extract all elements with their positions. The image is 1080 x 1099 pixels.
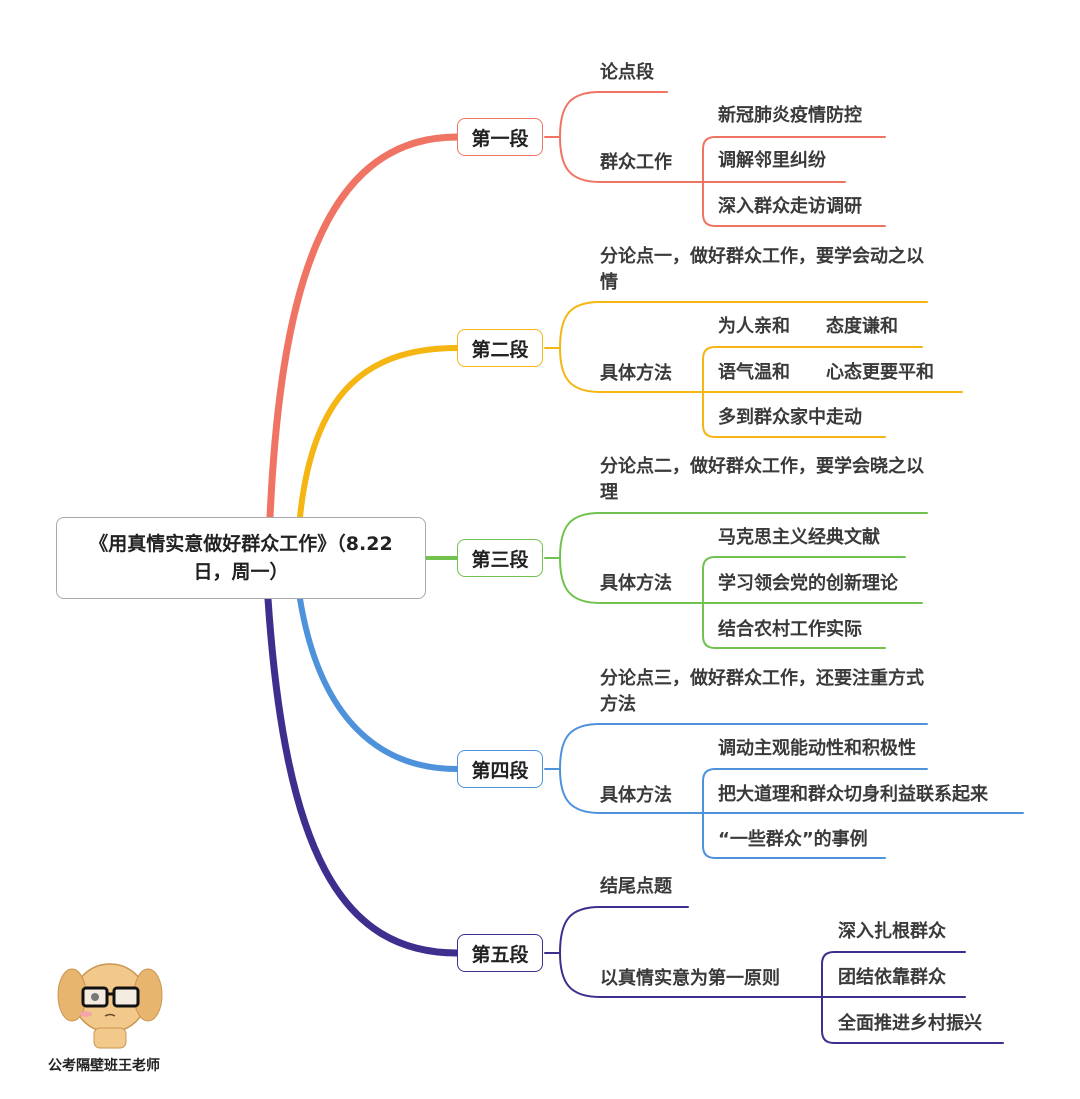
leaf-topic[interactable]: 多到群众家中走动 <box>718 407 862 428</box>
topic-label: 第三段 <box>471 548 529 571</box>
branch-curve-5 <box>264 595 461 957</box>
subtopic[interactable]: 群众工作 <box>600 152 672 173</box>
leaf-topic[interactable]: 新冠肺炎疫情防控 <box>718 105 862 126</box>
leaf-topic[interactable]: 调解邻里纠纷 <box>718 150 826 171</box>
leaf-topic[interactable]: 深入扎根群众 <box>838 921 946 942</box>
subtopic[interactable]: 分论点二，做好群众工作，要学会晓之以理 <box>600 456 924 503</box>
leaf-topic[interactable]: 把大道理和群众切身利益联系起来 <box>718 784 988 805</box>
root-title: 《用真情实意做好群众工作》（8.22日，周一） <box>89 533 393 583</box>
topic-paragraph-4[interactable]: 第四段 <box>457 750 543 788</box>
topic-paragraph-2[interactable]: 第二段 <box>457 329 543 367</box>
watermark-signature: 公考隔壁班王老师 <box>48 1058 160 1074</box>
branch-4-lines <box>544 723 1024 859</box>
subtopic[interactable]: 分论点三，做好群众工作，还要注重方式方法 <box>600 668 924 715</box>
branch-curve-2 <box>297 345 460 520</box>
leaf-topic[interactable]: 语气温和 心态更要平和 <box>718 362 934 383</box>
leaf-topic[interactable]: 为人亲和 态度谦和 <box>718 316 898 337</box>
topic-paragraph-3[interactable]: 第三段 <box>457 539 543 577</box>
topic-label: 第四段 <box>471 759 529 782</box>
topic-label: 第五段 <box>471 943 529 966</box>
branch-3-lines <box>544 512 928 649</box>
subtopic[interactable]: 以真情实意为第一原则 <box>600 968 780 989</box>
branch-2-lines <box>544 301 963 438</box>
subtopic[interactable]: 具体方法 <box>600 573 672 594</box>
leaf-topic[interactable]: 深入群众走访调研 <box>718 196 862 217</box>
subtopic[interactable]: 论点段 <box>600 62 654 83</box>
leaf-topic[interactable]: 团结依靠群众 <box>838 967 946 988</box>
leaf-topic[interactable]: 马克思主义经典文献 <box>718 527 880 548</box>
leaf-topic[interactable]: 学习领会党的创新理论 <box>718 573 898 594</box>
branch-1-lines <box>544 91 886 227</box>
topic-label: 第二段 <box>471 338 529 361</box>
branch-curve-4 <box>297 596 460 772</box>
branch-curve-1 <box>266 133 461 521</box>
subtopic[interactable]: 分论点一，做好群众工作，要学会动之以情 <box>600 246 924 293</box>
leaf-topic[interactable]: 结合农村工作实际 <box>718 619 862 640</box>
topic-label: 第一段 <box>471 127 529 150</box>
root-topic[interactable]: 《用真情实意做好群众工作》（8.22日，周一） <box>56 517 426 599</box>
dog-mascot-icon <box>57 963 163 1049</box>
branch-5-lines <box>544 906 1004 1044</box>
leaf-topic[interactable]: 调动主观能动性和积极性 <box>718 738 916 759</box>
subtopic[interactable]: 结尾点题 <box>600 876 672 897</box>
subtopic[interactable]: 具体方法 <box>600 785 672 806</box>
topic-paragraph-5[interactable]: 第五段 <box>457 934 543 972</box>
leaf-topic[interactable]: “一些群众”的事例 <box>718 829 868 850</box>
topic-paragraph-1[interactable]: 第一段 <box>457 118 543 156</box>
leaf-topic[interactable]: 全面推进乡村振兴 <box>838 1013 982 1034</box>
subtopic[interactable]: 具体方法 <box>600 363 672 384</box>
